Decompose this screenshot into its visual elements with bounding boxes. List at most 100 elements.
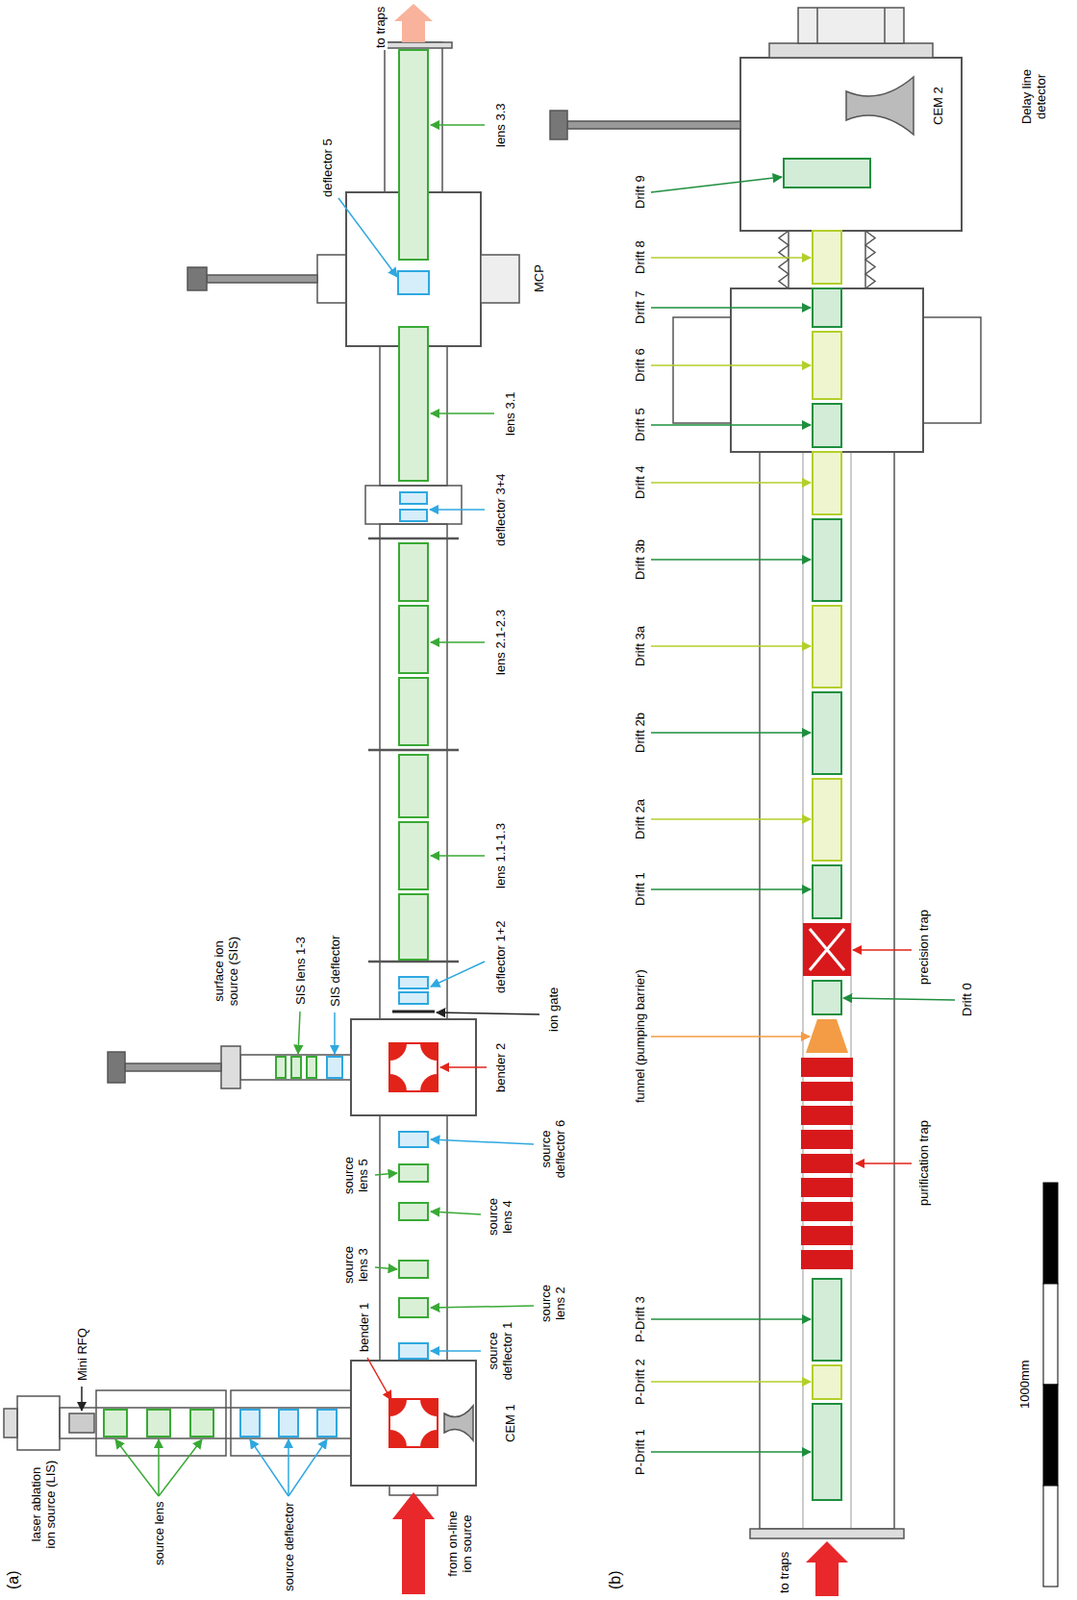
scale-bar bbox=[1043, 1182, 1058, 1587]
manipulator-knob bbox=[187, 267, 207, 291]
side-port bbox=[317, 254, 347, 303]
leader-lines bbox=[651, 176, 955, 1453]
tube-wall bbox=[851, 451, 852, 1529]
lens-element bbox=[399, 754, 428, 818]
bender-chamber bbox=[350, 1360, 476, 1486]
part-label: source deflector 1 bbox=[485, 1315, 515, 1387]
leader-line bbox=[430, 1350, 481, 1353]
leader-line bbox=[250, 1439, 289, 1497]
leader-line bbox=[651, 1451, 811, 1453]
flange bbox=[769, 43, 933, 58]
deflector-element bbox=[399, 976, 428, 989]
bender-electrode bbox=[420, 1399, 438, 1417]
vacuum-hardware bbox=[3, 42, 520, 1496]
detector-detail bbox=[883, 7, 886, 44]
lens-element bbox=[190, 1409, 214, 1437]
part-label: bender 2 bbox=[493, 1040, 508, 1094]
flange bbox=[368, 749, 459, 752]
lens-housing bbox=[379, 524, 448, 1020]
bender-electrode bbox=[389, 1074, 407, 1092]
drift-tube bbox=[812, 980, 842, 1015]
trap-electrode bbox=[801, 1129, 853, 1150]
panel-letter: (b) bbox=[606, 1568, 625, 1592]
scale-segment bbox=[1043, 1384, 1058, 1486]
drift-tube bbox=[812, 778, 842, 861]
drift-tube bbox=[812, 230, 842, 284]
drift-tube bbox=[812, 451, 842, 515]
lens-housing bbox=[379, 1115, 448, 1361]
leader-line bbox=[338, 198, 398, 277]
deflector-housing bbox=[230, 1390, 351, 1456]
bender-outline bbox=[389, 1043, 438, 1092]
leader-line bbox=[651, 1035, 810, 1038]
leader-line bbox=[288, 1439, 327, 1497]
deflector-element bbox=[317, 1409, 337, 1437]
leader-line bbox=[157, 1439, 160, 1497]
side-port bbox=[673, 317, 731, 424]
beam-label: from on-line ion source bbox=[445, 1505, 475, 1582]
pumping-funnel bbox=[805, 1019, 849, 1053]
lens-housing bbox=[96, 1390, 226, 1456]
deflector-element bbox=[326, 1056, 343, 1078]
part-label: lens 1.1-1.3 bbox=[493, 821, 508, 891]
beam-arrow bbox=[394, 3, 433, 43]
flange bbox=[368, 537, 459, 541]
part-label: source lens 2 bbox=[538, 1279, 568, 1328]
beam-label: to traps bbox=[776, 1549, 792, 1595]
part-label: Drift 6 bbox=[632, 347, 648, 385]
part-label: MCP bbox=[531, 263, 547, 296]
deflector-cross bbox=[365, 485, 462, 525]
lens-element bbox=[399, 605, 428, 674]
leader-line bbox=[651, 1318, 811, 1321]
trap-electrode bbox=[801, 1105, 853, 1126]
drift-tube bbox=[812, 519, 842, 602]
part-label: funnel (pumping barrier) bbox=[632, 968, 648, 1106]
part-label: lens 3.1 bbox=[502, 389, 518, 438]
part-label: lens 2.1-2.3 bbox=[493, 607, 508, 677]
drift-tubes bbox=[783, 158, 871, 1501]
lens-element bbox=[399, 677, 428, 746]
drift-tube bbox=[783, 158, 871, 188]
six-way-cross bbox=[730, 288, 924, 452]
leader-line bbox=[333, 1012, 336, 1054]
trap-electrode bbox=[801, 1250, 853, 1270]
scale-label: 1000mm bbox=[1017, 1358, 1032, 1412]
lens-element bbox=[275, 1056, 286, 1078]
bender-electrode bbox=[389, 1429, 407, 1448]
part-label: deflector 3+4 bbox=[493, 471, 508, 549]
trap-electrode bbox=[801, 1177, 853, 1198]
trap-electrode bbox=[801, 1057, 853, 1077]
part-label: SIS deflector bbox=[327, 933, 343, 1009]
part-label: CEM 1 bbox=[502, 1402, 518, 1445]
part-label: Drift 7 bbox=[632, 289, 648, 327]
part-label: Drift 2b bbox=[632, 710, 648, 755]
part-label: deflector 5 bbox=[320, 137, 335, 201]
manipulator-knob bbox=[107, 1051, 126, 1083]
leader-line bbox=[80, 1386, 83, 1411]
part-label: source lens 5 bbox=[341, 1152, 371, 1200]
bellows bbox=[865, 230, 876, 289]
lens-element bbox=[291, 1056, 301, 1078]
leader-line bbox=[430, 641, 485, 644]
drift-tube bbox=[812, 1403, 842, 1501]
part-label: bender 1 bbox=[356, 1300, 372, 1353]
bender-electrode bbox=[420, 1043, 438, 1061]
deflector-element bbox=[399, 1343, 428, 1359]
part-label: Drift 8 bbox=[632, 239, 648, 277]
leader-lines bbox=[81, 125, 540, 1497]
part-label: Drift 1 bbox=[632, 871, 648, 909]
flange bbox=[750, 1528, 904, 1539]
scale-segment bbox=[1043, 1182, 1058, 1284]
part-label: purification trap bbox=[916, 1119, 931, 1209]
trap-electrode bbox=[802, 923, 852, 977]
part-label: Mini RFQ bbox=[75, 1326, 90, 1383]
source-tube bbox=[59, 1407, 351, 1439]
mini-rfq bbox=[69, 1413, 95, 1433]
manipulator-rod bbox=[206, 275, 318, 283]
bender-electrode bbox=[420, 1074, 438, 1092]
leader-line bbox=[651, 1380, 811, 1383]
part-label: P-Drift 2 bbox=[632, 1356, 648, 1407]
part-label: ion gate bbox=[546, 985, 561, 1034]
scale-segment bbox=[1043, 1283, 1058, 1385]
